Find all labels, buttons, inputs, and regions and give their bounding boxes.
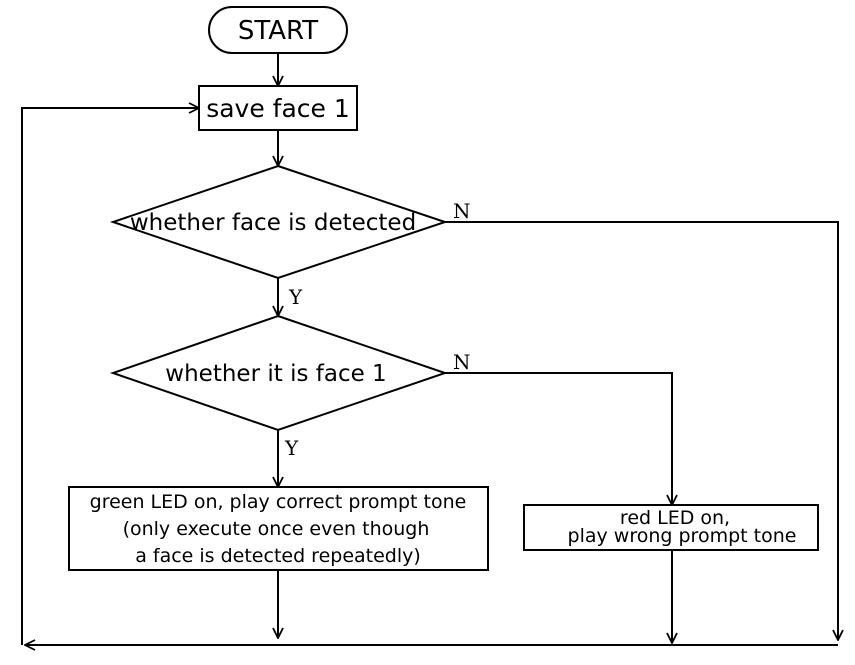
green-led-line3: a face is detected repeatedly) — [135, 545, 421, 567]
edge-detected-no — [445, 221, 838, 640]
save-face-label: save face 1 — [206, 94, 350, 123]
label-detected-yes: Y — [288, 285, 303, 309]
green-led-line2: (only execute once even though — [123, 518, 430, 540]
green-led-line1: green LED on, play correct prompt tone — [90, 491, 467, 513]
red-led-line2: play wrong prompt tone — [568, 525, 797, 547]
return-line-left — [21, 108, 199, 645]
red-led-box — [523, 504, 819, 551]
decision-is-face1-label: whether it is face 1 — [165, 361, 386, 387]
green-led-box — [68, 486, 489, 571]
label-face1-no: N — [453, 350, 471, 374]
label-detected-no: N — [453, 199, 471, 223]
start-label: START — [238, 16, 318, 46]
decision-face-detected-label: whether face is detected — [130, 210, 416, 236]
edge-face1-no — [445, 372, 672, 505]
red-led-line1: red LED on, — [620, 507, 730, 529]
label-face1-yes: Y — [284, 436, 299, 460]
save-face-box — [198, 85, 358, 131]
